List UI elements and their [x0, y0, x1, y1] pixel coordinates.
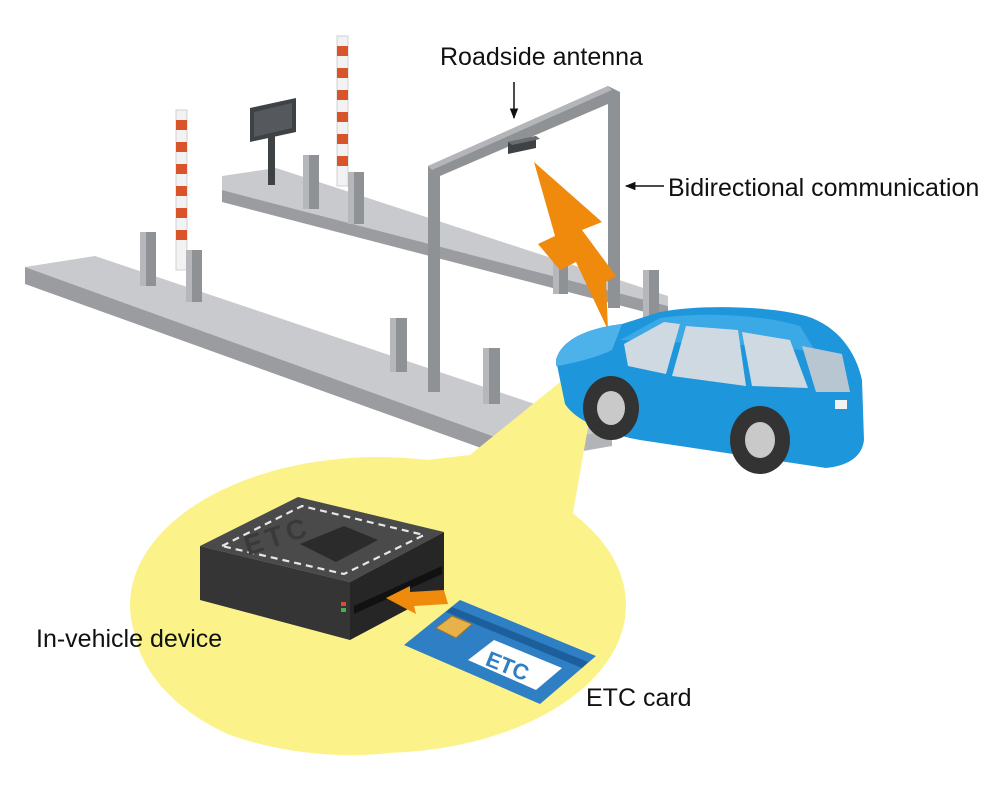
lightning-bolt-icon [534, 162, 616, 330]
car [556, 307, 864, 474]
roadside-antenna [508, 136, 540, 154]
bollard [303, 155, 319, 209]
bollard [140, 232, 156, 286]
bollard [483, 348, 500, 404]
bollard [348, 172, 364, 224]
barrier-gate-back [336, 35, 349, 187]
bollard [186, 250, 202, 302]
bollard [643, 270, 659, 324]
label-bidirectional-communication: Bidirectional communication [668, 174, 980, 202]
label-in-vehicle-device: In-vehicle device [36, 625, 223, 653]
label-etc-card: ETC card [586, 684, 692, 712]
insert-arrow-icon [386, 586, 448, 614]
sign-board [250, 98, 296, 185]
antenna-gantry [428, 86, 620, 392]
etc-card: ETC [404, 600, 596, 704]
bollard [390, 318, 407, 372]
barrier-gate-front [175, 109, 188, 271]
label-roadside-antenna: Roadside antenna [440, 43, 643, 71]
